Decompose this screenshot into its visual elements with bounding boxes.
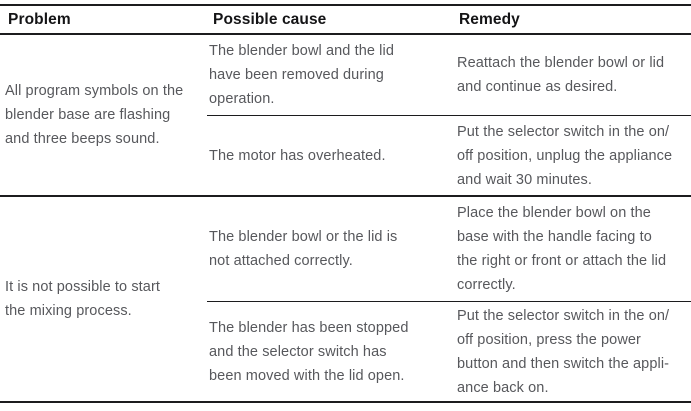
cause-text: The blender has been stopped and the sel… <box>209 319 409 384</box>
problem-text: All program symbols on the blender base … <box>5 83 184 147</box>
cause-cell: The blender has been stopped and the sel… <box>207 302 457 401</box>
cause-text: The motor has overheated. <box>209 147 386 164</box>
table-row-group-cannot-start: It is not possible to start the mixing p… <box>0 197 691 401</box>
cause-cell: The blender bowl or the lid is not attac… <box>207 197 457 301</box>
subrow-bowl-removed: The blender bowl and the lid have been r… <box>207 35 691 115</box>
group-divider-rule <box>0 195 691 197</box>
cause-text: The blender bowl and the lid have been r… <box>209 43 394 107</box>
remedy-cell: Put the selector switch in the on/ off p… <box>457 302 691 401</box>
problem-cell: It is not possible to start the mixing p… <box>0 197 207 401</box>
problem-text: It is not possible to start the mixing p… <box>5 279 161 319</box>
remedy-cell: Put the selector switch in the on/ off p… <box>457 116 691 195</box>
bottom-rule <box>0 401 691 403</box>
remedy-text: Put the selector switch in the on/ off p… <box>457 307 670 396</box>
subrow-stopped-lid-open: The blender has been stopped and the sel… <box>207 301 691 401</box>
header-remedy: Remedy <box>459 10 520 28</box>
subrow-motor-overheated: The motor has overheated. Put the select… <box>207 115 691 195</box>
cause-text: The blender bowl or the lid is not attac… <box>209 229 398 269</box>
remedy-cell: Place the blender bowl on the base with … <box>457 197 691 301</box>
table-header-row: Problem Possible cause Remedy <box>0 6 691 33</box>
table-row-group-flashing-symbols: All program symbols on the blender base … <box>0 35 691 195</box>
header-possible-cause: Possible cause <box>213 10 327 28</box>
cause-remedy-subrows: The blender bowl or the lid is not attac… <box>207 197 691 401</box>
remedy-cell: Reattach the blender bowl or lid and con… <box>457 35 691 115</box>
remedy-text: Place the blender bowl on the base with … <box>457 205 667 293</box>
remedy-text: Reattach the blender bowl or lid and con… <box>457 55 665 95</box>
cause-cell: The blender bowl and the lid have been r… <box>207 35 457 115</box>
header-problem: Problem <box>8 10 71 28</box>
header-rule <box>0 33 691 35</box>
cause-remedy-subrows: The blender bowl and the lid have been r… <box>207 35 691 195</box>
top-rule <box>0 4 691 6</box>
remedy-text: Put the selector switch in the on/ off p… <box>457 123 673 188</box>
subrow-not-attached: The blender bowl or the lid is not attac… <box>207 197 691 301</box>
problem-cell: All program symbols on the blender base … <box>0 35 207 195</box>
cause-cell: The motor has overheated. <box>207 116 457 195</box>
